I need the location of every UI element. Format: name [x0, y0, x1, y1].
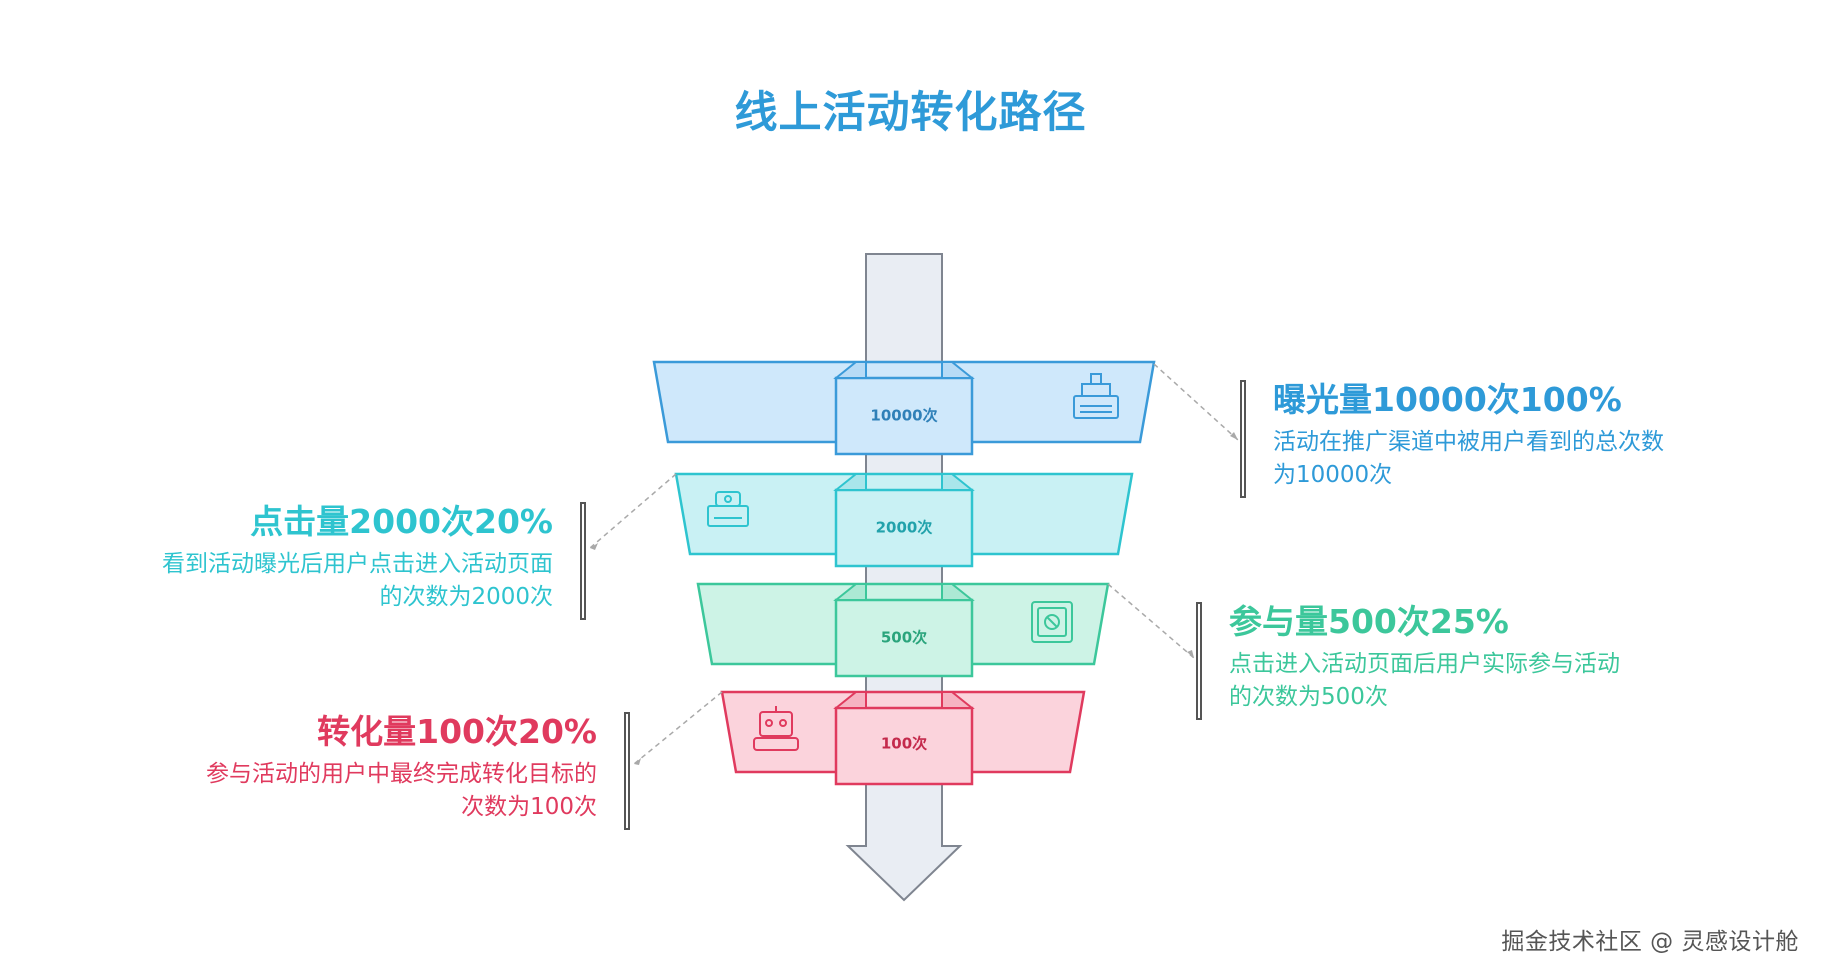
connector-layer-2: [589, 473, 677, 549]
layer-2-count-label: 2000次: [876, 519, 933, 537]
layer-1-description: 活动在推广渠道中被用户看到的总次数 为10000次: [1273, 426, 1664, 492]
layer-4-accent-bar: [624, 712, 630, 830]
layer-3-count-label: 500次: [881, 629, 927, 647]
layer-4-description: 参与活动的用户中最终完成转化目标的 次数为100次: [100, 758, 597, 824]
layer-4-description-line1: 参与活动的用户中最终完成转化目标的: [206, 761, 597, 787]
layer-1-description-line1: 活动在推广渠道中被用户看到的总次数: [1273, 429, 1664, 455]
layer-3-description: 点击进入活动页面后用户实际参与活动 的次数为500次: [1229, 648, 1620, 714]
layer-2-accent-bar: [580, 502, 586, 620]
layer-1-info-panel: 曝光量10000次100% 活动在推广渠道中被用户看到的总次数 为10000次: [1240, 380, 1664, 498]
layer-1-accent-bar: [1240, 380, 1246, 498]
layer-2-fold-left: [833, 473, 867, 491]
downward-arrow: [845, 253, 963, 902]
slot-machine-icon: [707, 491, 749, 527]
robot-icon: [753, 706, 799, 751]
funnel-layer-3: 500次: [696, 582, 1110, 678]
layer-1-center-box: [834, 376, 974, 456]
layer-3-center-box: [834, 598, 974, 678]
layer-3-description-line2: 的次数为500次: [1229, 684, 1388, 710]
layer-4-count-label: 100次: [881, 735, 927, 753]
watermark-footer: 掘金技术社区 @ 灵感设计舱: [1501, 929, 1799, 955]
diagram-title: 线上活动转化路径: [734, 88, 1087, 138]
layer-1-description-line2: 为10000次: [1273, 462, 1393, 488]
layer-4-fold-right: [941, 691, 975, 709]
layer-1-heading: 曝光量10000次100%: [1273, 380, 1622, 419]
layer-2-heading: 点击量2000次20%: [250, 502, 553, 541]
layer-1-fold-right: [941, 361, 975, 379]
layer-1-fold-left: [833, 361, 867, 379]
funnel-layer-1: 10000次: [652, 360, 1156, 456]
layer-2-center-box: [834, 488, 974, 568]
layer-2-info-panel: 点击量2000次20% 看到活动曝光后用户点击进入活动页面 的次数为2000次: [80, 502, 586, 620]
layer-3-heading: 参与量500次25%: [1229, 602, 1509, 641]
connector-layer-1: [1153, 363, 1239, 441]
connector-layer-3: [1107, 583, 1195, 659]
layer-4-heading: 转化量100次20%: [317, 712, 597, 751]
safe-icon: [1031, 601, 1073, 643]
layer-2-description-line1: 看到活动曝光后用户点击进入活动页面: [162, 551, 553, 577]
cash-register-icon: [1073, 373, 1119, 419]
layer-3-info-panel: 参与量500次25% 点击进入活动页面后用户实际参与活动 的次数为500次: [1196, 602, 1620, 720]
layer-2-fold-right: [941, 473, 975, 491]
connector-layer-4: [633, 691, 723, 765]
funnel-layer-4: 100次: [720, 690, 1086, 786]
layer-2-description: 看到活动曝光后用户点击进入活动页面 的次数为2000次: [80, 548, 553, 614]
funnel-layer-2: 2000次: [674, 472, 1134, 568]
layer-2-description-line2: 的次数为2000次: [379, 584, 553, 610]
layer-4-center-box: [834, 706, 974, 786]
layer-4-fold-left: [833, 691, 867, 709]
layer-3-description-line1: 点击进入活动页面后用户实际参与活动: [1229, 651, 1620, 677]
layer-4-description-line2: 次数为100次: [461, 794, 597, 820]
layer-3-fold-left: [833, 583, 867, 601]
layer-4-info-panel: 转化量100次20% 参与活动的用户中最终完成转化目标的 次数为100次: [100, 712, 630, 830]
layer-3-accent-bar: [1196, 602, 1202, 720]
layer-3-fold-right: [941, 583, 975, 601]
layer-1-count-label: 10000次: [870, 407, 937, 425]
